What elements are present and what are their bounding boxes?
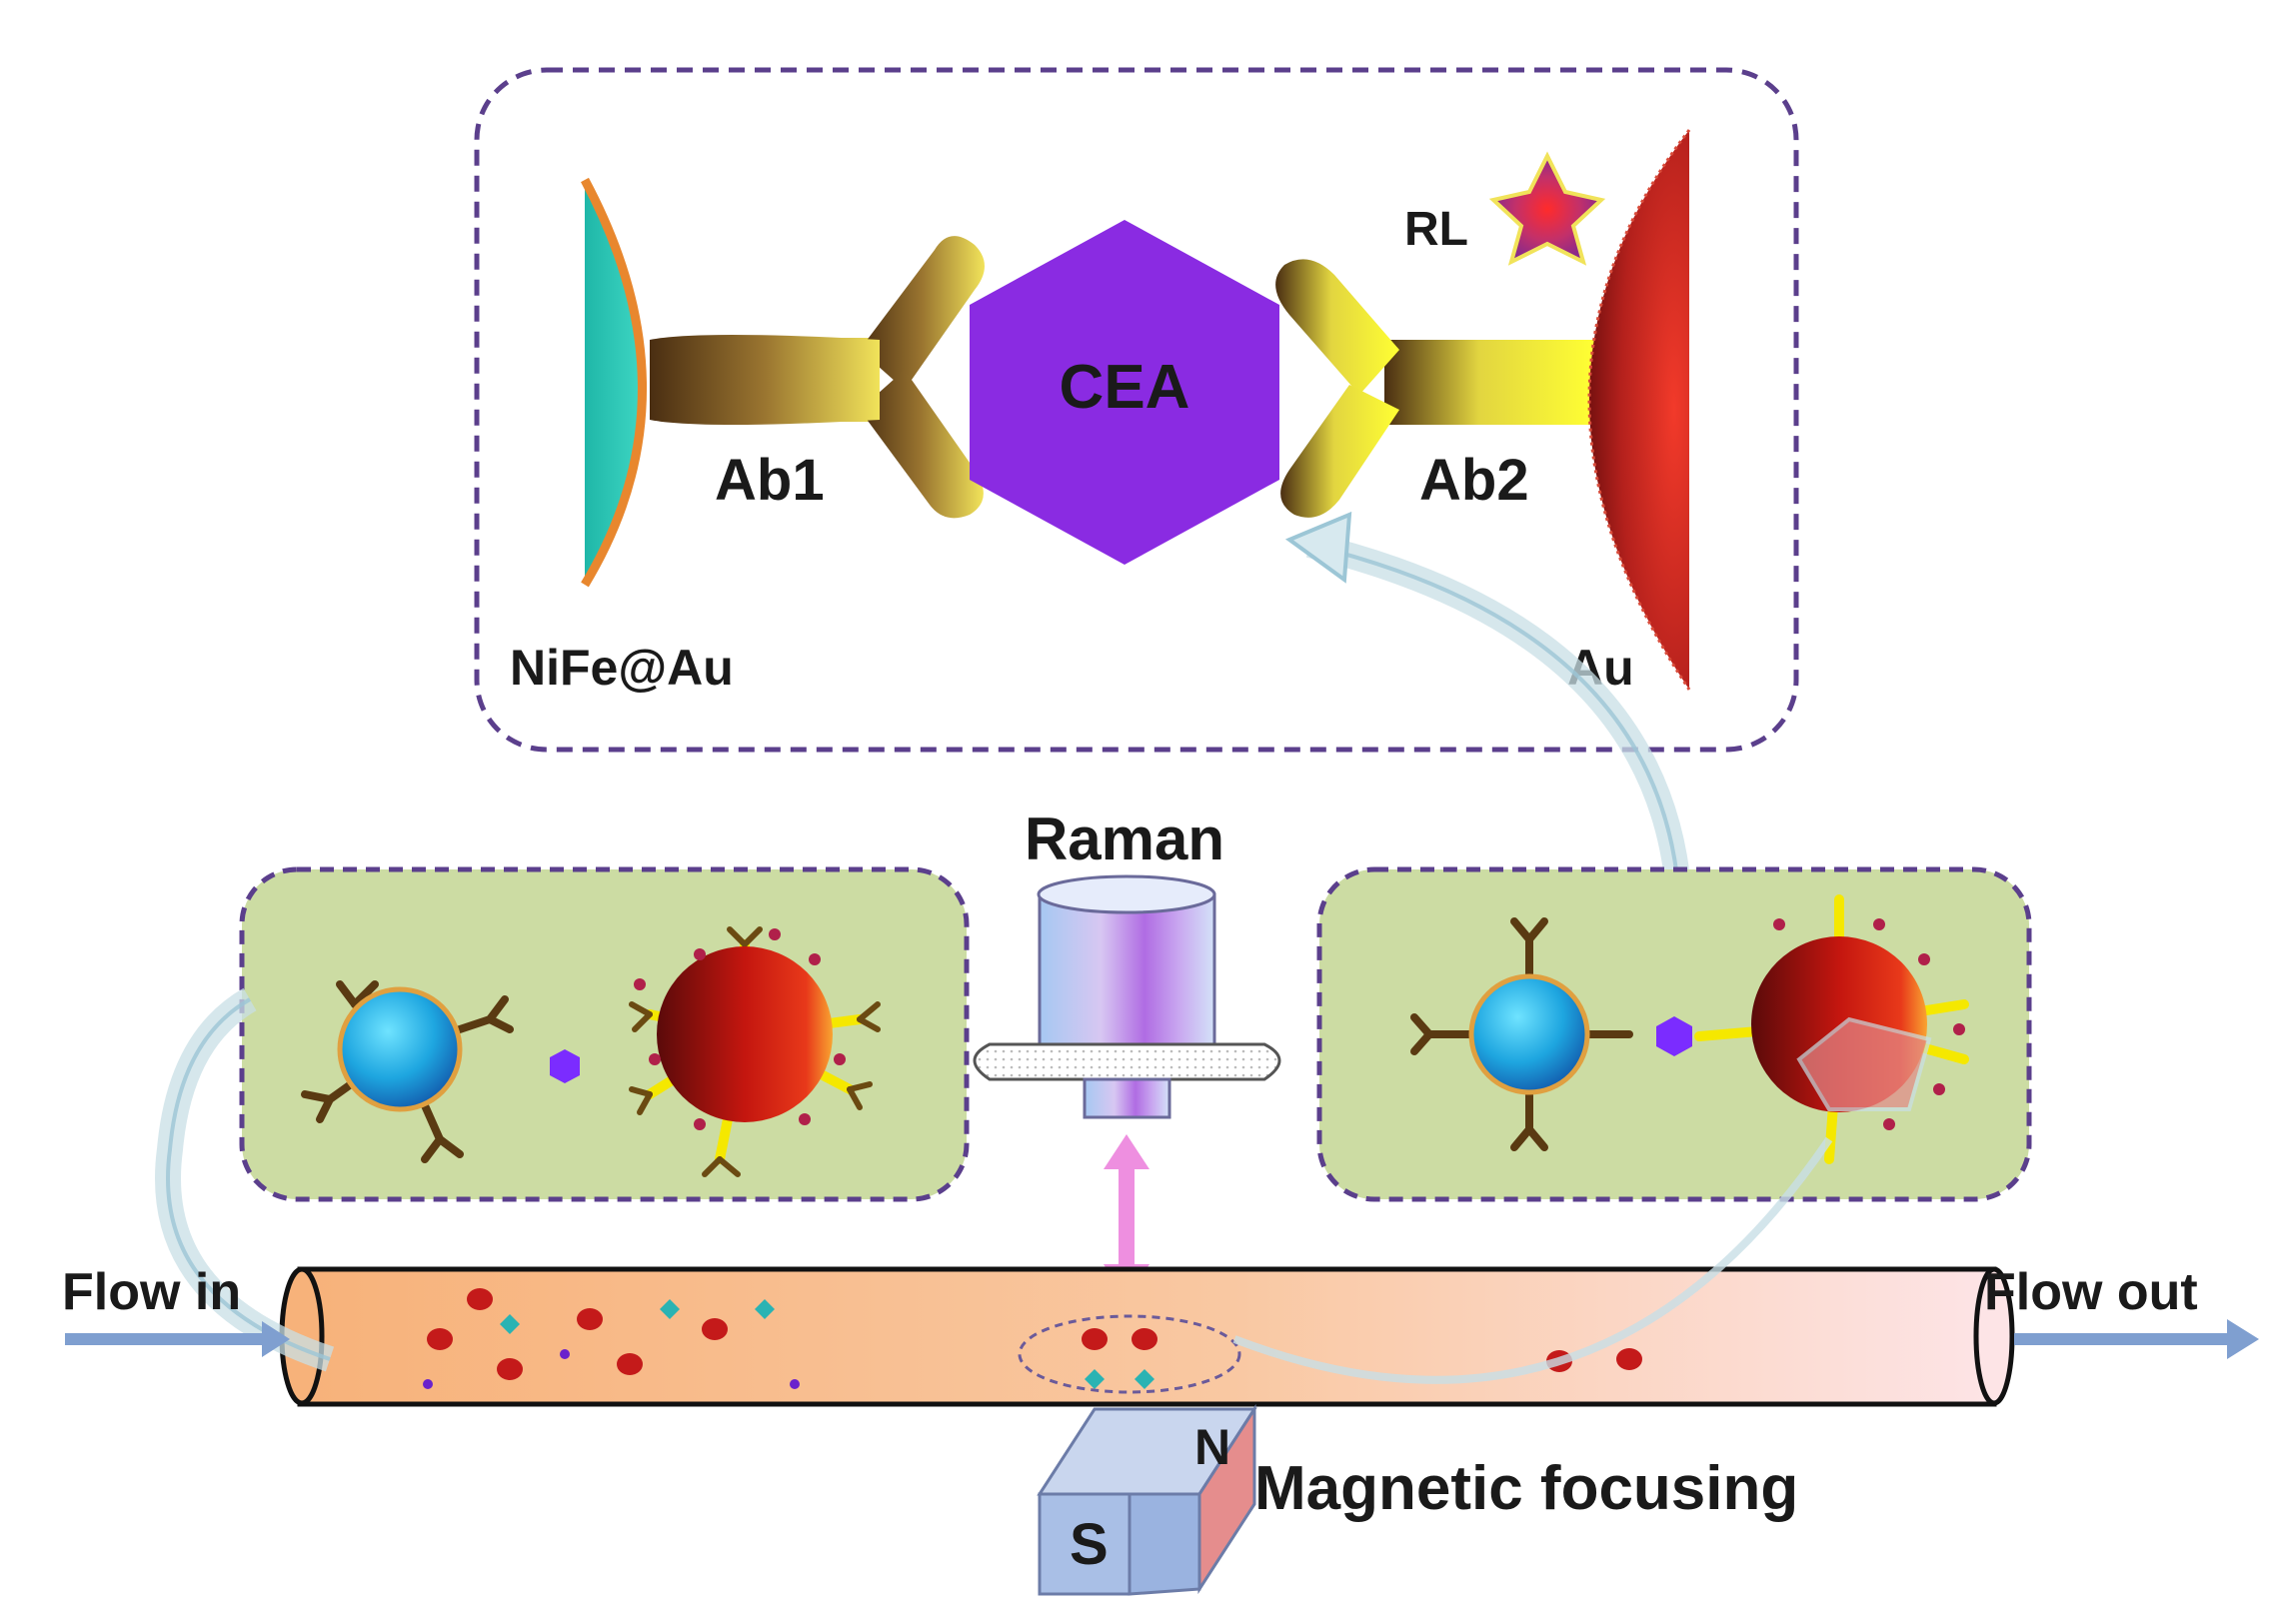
label-ab2: Ab2 [1419, 448, 1529, 513]
top-detail-panel: RL CEA Ab1 Ab2 NiFe@Au Au [474, 67, 1799, 753]
focus-zone [1018, 1314, 1241, 1394]
label-ab1: Ab1 [715, 448, 825, 513]
magnetic-bead [301, 980, 514, 1163]
raman-probe: Raman [973, 806, 1281, 1299]
label-raman: Raman [1025, 806, 1224, 872]
captured-bead [1410, 917, 1633, 1151]
label-cea: CEA [1060, 353, 1190, 422]
label-magnetic-focusing: Magnetic focusing [1254, 1454, 1798, 1523]
label-magnet-n: N [1194, 1419, 1230, 1475]
gold-nanoparticle [629, 926, 881, 1177]
cea-captured [1656, 1016, 1692, 1056]
label-flow-in: Flow in [62, 1263, 241, 1321]
flow-out-arrow [2014, 1319, 2259, 1359]
ab1-antibody [650, 236, 985, 519]
captured-gold-nanoparticle [1694, 894, 1969, 1164]
label-flow-out: Flow out [1984, 1263, 2198, 1321]
left-reagent-panel [239, 866, 970, 1202]
cea-small [550, 1049, 580, 1083]
cea-antigen [970, 220, 1279, 565]
au-particle [1589, 130, 1689, 690]
label-magnet-s: S [1070, 1512, 1109, 1577]
label-rl: RL [1404, 203, 1468, 256]
raman-label-star [1488, 151, 1606, 266]
flow-in-arrow [65, 1321, 290, 1357]
right-complex-panel [1316, 866, 2032, 1202]
ab2-antibody [1275, 259, 1594, 518]
label-nife-au: NiFe@Au [510, 640, 734, 696]
magnet: S N [1037, 1403, 1257, 1596]
